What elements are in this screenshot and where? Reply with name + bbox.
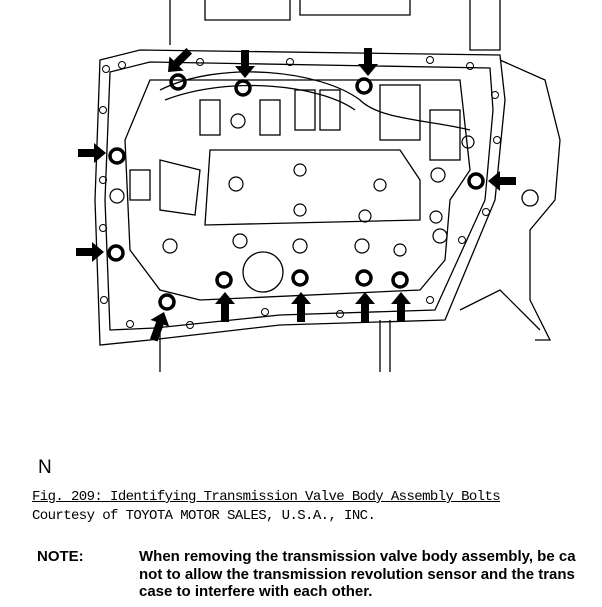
figure-courtesy: Courtesy of TOYOTA MOTOR SALES, U.S.A., … <box>32 508 376 524</box>
note-label: NOTE: <box>37 548 84 565</box>
figure-marker: N <box>38 457 52 478</box>
transmission-case-outline <box>159 0 561 372</box>
valve-body-diagram <box>76 0 561 372</box>
note-text: When removing the transmission valve bod… <box>139 548 576 600</box>
valve-body-plate <box>94 49 506 346</box>
identified-bolts <box>107 73 485 311</box>
figure-caption: Fig. 209: Identifying Transmission Valve… <box>32 489 501 505</box>
pan-holes <box>99 56 501 329</box>
bolt-arrows <box>76 47 516 342</box>
